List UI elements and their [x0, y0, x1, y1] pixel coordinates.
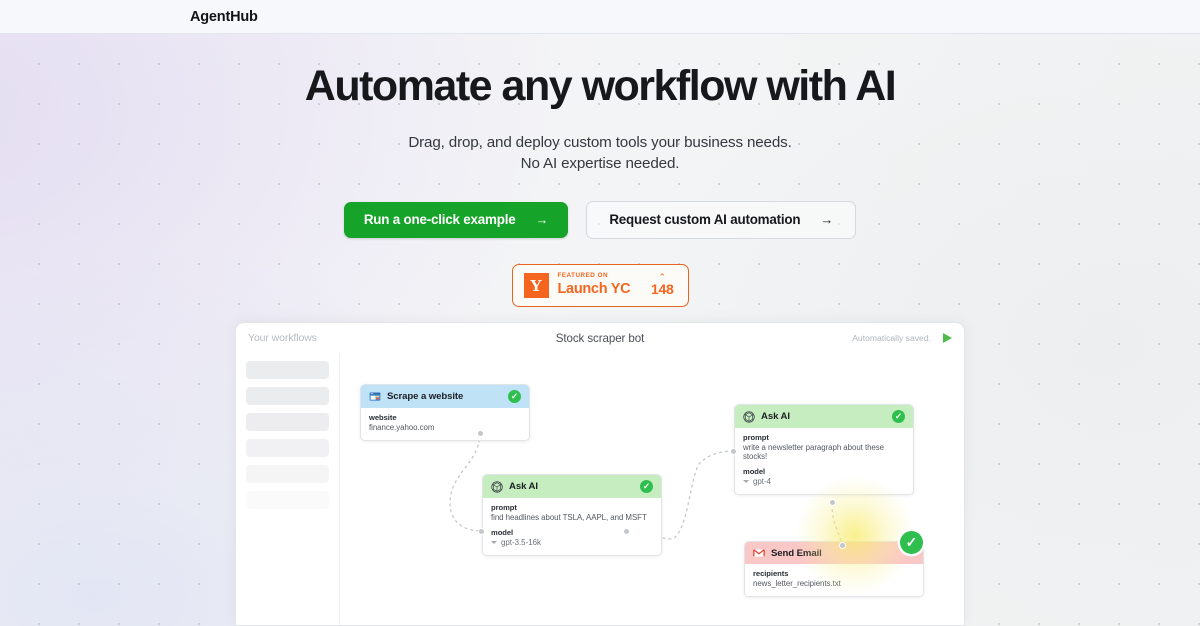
node-header: Send Email — [745, 542, 923, 564]
node-header: Ask AI ✓ — [483, 475, 661, 498]
yc-upvote-count: 148 — [651, 281, 674, 298]
chevron-down-icon — [743, 480, 749, 483]
node-status-check-icon: ✓ — [892, 410, 905, 423]
autosave-status: Automatically saved. — [852, 333, 931, 343]
field-group: model gpt-3.5-16k — [491, 528, 653, 547]
play-icon[interactable] — [943, 333, 952, 343]
run-example-button[interactable]: Run a one-click example → — [343, 202, 569, 239]
workflow-node-ask-ai-1[interactable]: Ask AI ✓ prompt find headlines about TSL… — [482, 474, 662, 556]
workflow-sidebar — [236, 353, 340, 625]
hero-subtitle: Drag, drop, and deploy custom tools your… — [0, 133, 1200, 175]
arrow-right-icon: → — [535, 212, 549, 228]
yc-badge-text: FEATURED ON Launch YC — [557, 272, 652, 298]
cta-row: Run a one-click example → Request custom… — [0, 201, 1200, 240]
page-title: Automate any workflow with AI — [304, 62, 897, 110]
node-status-check-icon: ✓ — [900, 531, 923, 554]
field-label: website — [369, 413, 397, 422]
hero-subtitle-line-2: No AI expertise needed. — [520, 155, 680, 173]
node-body: recipients news_letter_recipients.txt — [745, 564, 923, 596]
field-label: recipients — [753, 569, 789, 578]
node-port[interactable] — [829, 499, 836, 506]
openai-icon — [491, 480, 503, 493]
hero-subtitle-line-1: Drag, drop, and deploy custom tools your… — [408, 134, 792, 152]
node-title: Send Email — [771, 547, 822, 559]
brand-logo[interactable]: AgentHub — [190, 8, 258, 25]
node-port[interactable] — [623, 528, 630, 535]
workflow-node-ask-ai-2[interactable]: Ask AI ✓ prompt write a newsletter parag… — [734, 404, 914, 495]
list-item[interactable] — [246, 387, 329, 405]
yc-program-label: Launch YC — [557, 280, 631, 297]
field-value[interactable]: finance.yahoo.com — [369, 423, 435, 432]
request-automation-label: Request custom AI automation — [609, 212, 801, 228]
site-header: AgentHub — [0, 0, 1200, 34]
field-value[interactable]: find headlines about TSLA, AAPL, and MSF… — [491, 513, 647, 522]
node-port[interactable] — [477, 430, 484, 437]
field-group: model gpt-4 — [743, 467, 905, 486]
workflow-title: Stock scraper bot — [555, 331, 645, 345]
field-label: prompt — [743, 433, 769, 442]
yc-badge[interactable]: Y FEATURED ON Launch YC ⌃ 148 — [511, 264, 689, 308]
arrow-right-icon: → — [820, 212, 834, 228]
node-port[interactable] — [839, 542, 846, 549]
node-title: Ask AI — [761, 411, 790, 422]
field-value: gpt-3.5-16k — [501, 538, 541, 547]
workflow-graph-canvas[interactable]: Scrape a website ✓ website finance.yahoo… — [340, 353, 964, 625]
chevron-up-icon: ⌃ — [658, 272, 667, 283]
node-body: website finance.yahoo.com — [361, 408, 529, 440]
field-label: model — [491, 528, 514, 537]
model-select[interactable]: gpt-4 — [743, 477, 905, 486]
node-title: Scrape a website — [387, 391, 464, 402]
node-status-check-icon: ✓ — [640, 480, 653, 493]
browser-icon — [369, 392, 381, 401]
list-item[interactable] — [246, 361, 329, 379]
workflow-toolbar-right: Automatically saved. — [852, 333, 952, 343]
node-status-check-icon: ✓ — [508, 390, 521, 403]
hero-section: Automate any workflow with AI Drag, drop… — [0, 34, 1200, 308]
list-item[interactable] — [246, 439, 329, 457]
node-port[interactable] — [478, 528, 485, 535]
list-item[interactable] — [246, 491, 329, 509]
node-port[interactable] — [730, 448, 737, 455]
yc-upvote[interactable]: ⌃ 148 — [651, 273, 676, 297]
workflow-editor-card: Your workflows Stock scraper bot Automat… — [235, 322, 965, 626]
field-label: prompt — [491, 503, 517, 512]
node-body: prompt write a newsletter paragraph abou… — [735, 428, 913, 494]
gmail-icon — [753, 549, 765, 557]
field-label: model — [743, 467, 766, 476]
list-item[interactable] — [246, 465, 329, 483]
chevron-down-icon — [491, 541, 497, 544]
request-automation-button[interactable]: Request custom AI automation → — [586, 201, 857, 240]
workflow-toolbar: Your workflows Stock scraper bot Automat… — [236, 323, 964, 353]
workflow-node-send-email[interactable]: Send Email recipients news_letter_recipi… — [744, 541, 924, 597]
node-header: Scrape a website ✓ — [361, 385, 529, 408]
run-example-label: Run a one-click example — [363, 212, 516, 228]
node-title: Ask AI — [509, 481, 538, 492]
yc-logo-icon: Y — [523, 273, 549, 299]
workflow-node-scrape[interactable]: Scrape a website ✓ website finance.yahoo… — [360, 384, 530, 441]
edge-ask2-to-email — [831, 502, 843, 546]
yc-featured-label: FEATURED ON — [557, 272, 609, 280]
node-body: prompt find headlines about TSLA, AAPL, … — [483, 498, 661, 555]
field-value: gpt-4 — [753, 477, 771, 486]
edge-scrape-to-ask1 — [449, 432, 483, 532]
node-header: Ask AI ✓ — [735, 405, 913, 428]
field-value[interactable]: write a newsletter paragraph about these… — [743, 443, 884, 461]
field-value[interactable]: news_letter_recipients.txt — [753, 579, 841, 588]
list-item[interactable] — [246, 413, 329, 431]
your-workflows-label[interactable]: Your workflows — [248, 332, 317, 344]
openai-icon — [743, 410, 755, 423]
model-select[interactable]: gpt-3.5-16k — [491, 538, 653, 547]
